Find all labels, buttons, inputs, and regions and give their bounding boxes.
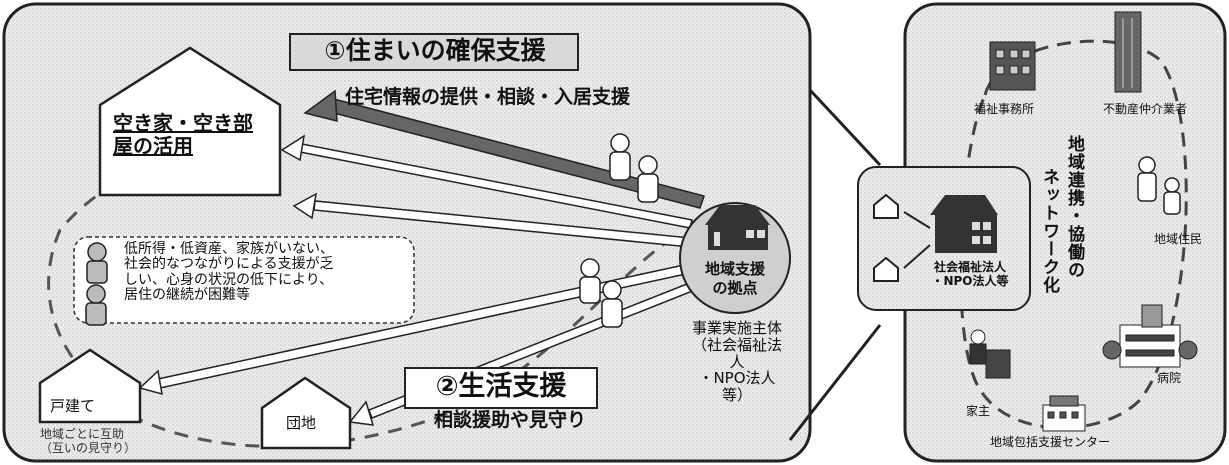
care-center-label: 地域包括支援センター <box>990 435 1111 449</box>
org-arrow-up <box>903 211 931 229</box>
org-arrow-down <box>903 244 931 269</box>
detached-house-label: 戸建て <box>50 397 96 415</box>
landlord-icon <box>969 329 1011 379</box>
life-support-title: ②生活支援 <box>435 371 567 402</box>
arrow-to-vacant-house <box>280 134 693 229</box>
housing-support-title-box <box>289 33 579 71</box>
local-residents-label: 地域住民 <box>1154 232 1203 246</box>
apartment-shape <box>260 376 352 450</box>
elderly-figures <box>85 242 108 326</box>
care-center-icon <box>1042 395 1086 432</box>
apartment-label: 団地 <box>286 414 317 432</box>
operator-label: 事業実施主体 （社会福祉法 人 ・NPO法人 等） <box>691 319 782 405</box>
consultation-label: 相談援助や見守り <box>434 409 587 431</box>
hospital-label: 病院 <box>1157 371 1182 385</box>
hub-building-icon <box>705 205 770 250</box>
landlord-label: 家主 <box>966 404 991 418</box>
small-house-bottom <box>873 256 899 282</box>
real-estate-agent-label: 不動産仲介業者 <box>1103 102 1188 116</box>
hospital-icon <box>1102 304 1198 368</box>
connector-line-top <box>808 88 882 167</box>
small-house-top <box>873 193 899 219</box>
local-residents-icon <box>1137 156 1181 215</box>
network-title-col1: 地域連携・協働の <box>1064 135 1084 279</box>
org-label: 社会福祉法人 ・NPO法人等 <box>931 260 1009 289</box>
hub-label: 地域支援 の拠点 <box>704 260 765 297</box>
detached-house-shape <box>38 348 142 424</box>
residents-figures <box>579 133 659 328</box>
welfare-office-label: 福祉事務所 <box>974 102 1035 116</box>
vacant-house-shape <box>98 46 282 197</box>
vacant-house-label: 空き家・空き部 屋の活用 <box>113 111 253 158</box>
housing-support-title: ①住まいの確保支援 <box>324 36 546 65</box>
welfare-office-icon <box>989 41 1036 91</box>
arrow-housing-info <box>303 89 705 209</box>
org-building-icon <box>930 195 998 253</box>
connector-line-bottom <box>788 324 882 441</box>
life-support-title-box: ②生活支援 <box>404 367 598 409</box>
network-title-col2: ネットワーク化 <box>1039 168 1059 294</box>
needs-box <box>73 236 415 324</box>
mutual-help-label: 地域ごとに互助 （互いの見守り） <box>40 427 137 455</box>
housing-info-label: 住宅情報の提供・相談・入居支援 <box>345 86 631 108</box>
real-estate-icon <box>1114 11 1142 93</box>
needs-description: 低所得・低資産、家族がいない、 社会的なつながりによる支援が乏 しい、心身の状況… <box>124 241 334 304</box>
